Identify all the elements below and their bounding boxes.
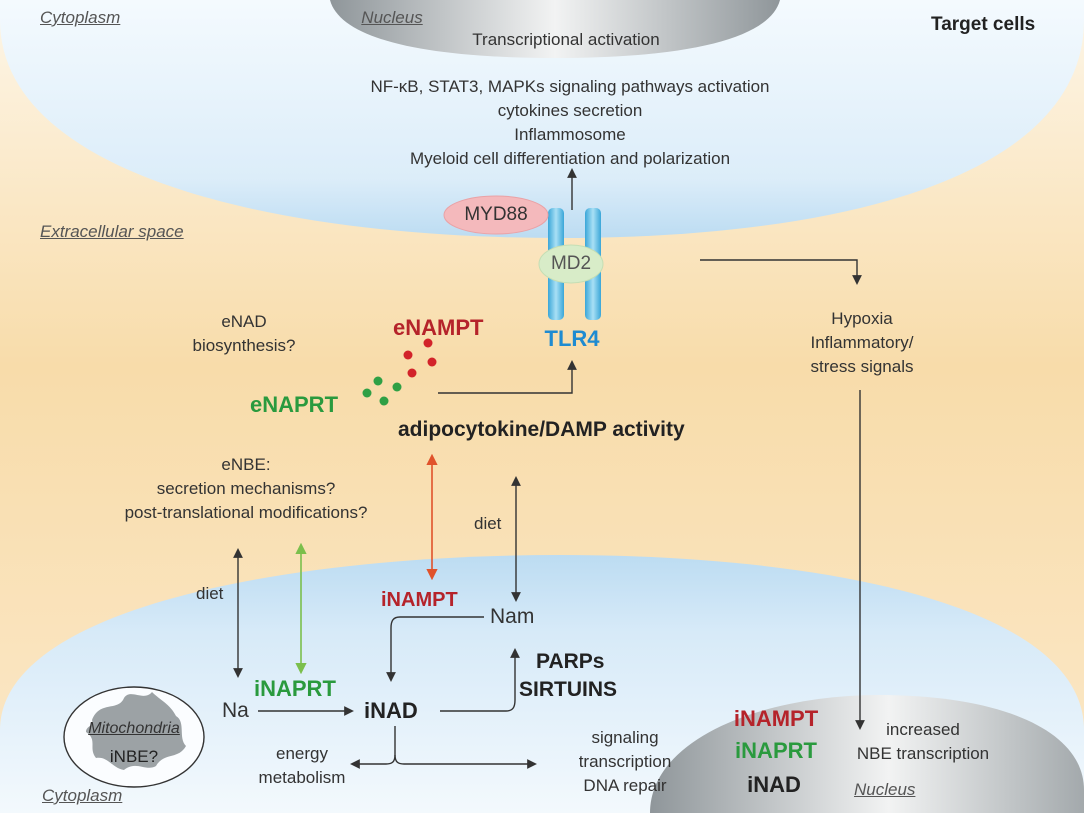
mitochondria-label: Mitochondria [88, 720, 180, 737]
enaprt-dot [362, 388, 372, 398]
increased-label: increased [886, 720, 960, 739]
enampt-dot [427, 357, 437, 367]
producing-cell-nucleus [650, 695, 1084, 813]
nbe-transcription-label: NBE transcription [856, 744, 990, 763]
signaling-line-1: NF-κB, STAT3, MAPKs signaling pathways a… [370, 77, 770, 96]
target-cells-label: Target cells [931, 14, 1036, 35]
diet-right-label: diet [474, 514, 502, 533]
nucleus-inad-label: iNAD [747, 772, 801, 797]
energy-label: energy [276, 744, 328, 763]
target-cell-membrane [0, 0, 1084, 238]
myd88-shape [443, 195, 549, 235]
mitochondria-shape [86, 692, 186, 770]
diet-left-label: diet [196, 584, 224, 603]
enbe-label: eNBE: [221, 455, 271, 474]
inbe-label: iNBE? [109, 747, 159, 766]
stress-signals-label: stress signals [810, 357, 914, 376]
nucleus-inampt-label: iNAMPT [733, 706, 819, 731]
dna-repair-label: DNA repair [583, 776, 667, 795]
ptm-label: post-translational modifications? [124, 503, 368, 522]
transcriptional-activation-label: Transcriptional activation [472, 30, 660, 49]
metabolism-label: metabolism [258, 768, 346, 787]
myd88-label: MYD88 [464, 204, 528, 225]
na-label: Na [222, 699, 249, 722]
cytoplasm-bottom-label: Cytoplasm [42, 786, 123, 805]
adipocytokine-label: adipocytokine/DAMP activity [398, 418, 685, 441]
enaprt-label: eNAPRT [250, 392, 339, 417]
nucleus-bottom-label: Nucleus [854, 780, 916, 799]
target-cell-nucleus [330, 0, 780, 58]
biosynthesis-label: biosynthesis? [192, 336, 296, 355]
signaling-line-4: Myeloid cell differentiation and polariz… [409, 149, 731, 168]
inflammatory-label: Inflammatory/ [810, 333, 914, 352]
signaling-line-3: Inflammosome [514, 125, 626, 144]
sirtuins-label: SIRTUINS [519, 678, 618, 701]
arrow-inad-to-energy [350, 754, 396, 769]
signaling-line-2: cytokines secretion [497, 101, 643, 120]
enampt-dot [407, 368, 417, 378]
enaprt-dot [379, 396, 389, 406]
extracellular-space-label: Extracellular space [40, 222, 184, 241]
arrow-to-tlr4 [438, 360, 577, 394]
tlr4-label: TLR4 [544, 326, 600, 351]
enad-label: eNAD [221, 312, 267, 331]
nucleus-top-label: Nucleus [361, 8, 423, 27]
transcription-label: transcription [578, 752, 672, 771]
cytoplasm-top-label: Cytoplasm [40, 8, 121, 27]
md2-label: MD2 [550, 253, 592, 274]
hypoxia-label: Hypoxia [831, 309, 893, 328]
enaprt-dot [373, 376, 383, 386]
enaprt-dot [392, 382, 402, 392]
nucleus-inaprt-label: iNAPRT [735, 738, 817, 763]
parps-label: PARPs [536, 650, 605, 673]
arrow-nam-to-inad [386, 616, 484, 682]
nam-label: Nam [490, 605, 535, 628]
enampt-dot [423, 338, 433, 348]
signaling-label: signaling [591, 728, 659, 747]
inaprt-label: iNAPRT [254, 676, 336, 701]
enampt-label: eNAMPT [393, 315, 484, 340]
arrow-to-hypoxia [700, 259, 862, 285]
enampt-dot [403, 350, 413, 360]
arrow-inad-to-nam [440, 648, 520, 712]
md2-shape [538, 244, 604, 284]
secretion-label: secretion mechanisms? [156, 479, 336, 498]
inad-label: iNAD [364, 698, 418, 723]
inampt-label: iNAMPT [381, 589, 458, 611]
